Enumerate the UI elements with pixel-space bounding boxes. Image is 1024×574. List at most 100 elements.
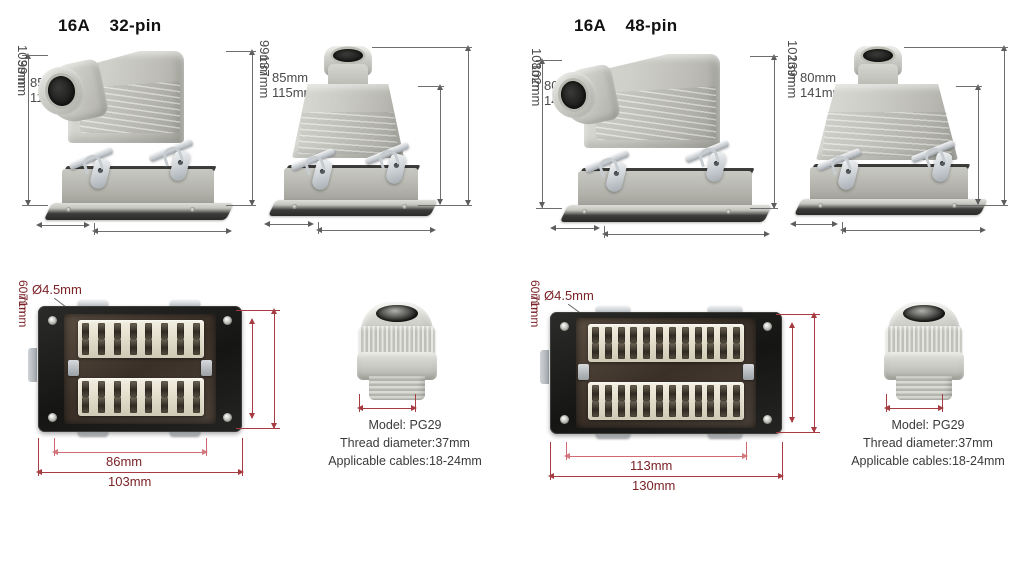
face-latch-clip-bottom <box>708 430 742 438</box>
dim-line-108mm <box>542 60 543 208</box>
dim-arrow <box>249 200 255 206</box>
connector-front-face-48pin <box>550 312 782 434</box>
contact-pin <box>82 322 89 339</box>
ext-line <box>226 205 256 206</box>
flange-screw-hole <box>66 207 71 212</box>
dim-arrow <box>308 221 314 227</box>
ext-line <box>942 394 943 412</box>
gland-cables-label-48pin: Applicable cables:18-24mm <box>851 454 1005 468</box>
contact-pin <box>668 343 676 360</box>
mounting-hole <box>48 316 57 325</box>
dim-arrow <box>36 469 42 475</box>
insert-retainer-right <box>743 364 754 380</box>
dim-label-depth-top-32pin: 85mm <box>272 70 309 85</box>
face-latch-clip-top <box>708 306 742 314</box>
dim-line-80mm <box>552 228 598 229</box>
angled-hood-body-32pin <box>30 45 230 165</box>
gland-model-label-48pin: Model: PG29 <box>891 418 965 432</box>
ext-line <box>242 438 243 476</box>
flange-screw-hole <box>582 209 587 214</box>
contact-pin <box>97 322 105 339</box>
dim-arrow <box>840 227 846 233</box>
dim-line-115mm <box>94 231 230 232</box>
contact-pin <box>592 384 599 401</box>
gland-knurled-grip <box>359 326 435 356</box>
contact-pin <box>707 401 715 418</box>
contact-pin <box>145 397 153 414</box>
contact-pin <box>643 384 651 401</box>
contact-pin <box>161 397 169 414</box>
contact-pin <box>97 339 105 356</box>
dim-line-86mm <box>54 452 206 453</box>
ext-line <box>550 442 551 480</box>
ext-line <box>904 47 1008 48</box>
dim-arrow <box>564 453 570 459</box>
contact-row <box>592 343 740 360</box>
gland-model-label-32pin: Model: PG29 <box>368 418 442 432</box>
dim-line-85mm <box>266 224 312 225</box>
contact-insert-upper-48pin <box>588 324 744 362</box>
contact-pin <box>694 343 702 360</box>
contact-pin <box>161 339 169 356</box>
contact-pin <box>643 326 651 343</box>
dim-arrow <box>316 227 322 233</box>
dim-arrow <box>771 54 777 60</box>
contact-pin <box>681 343 689 360</box>
side-entry-hood-48pin: 108mm 102mm 80mm 141mm <box>529 48 784 248</box>
dim-arrow <box>437 84 443 90</box>
insert-retainer-right <box>201 360 212 376</box>
contact-pin <box>694 326 702 343</box>
mounting-hole <box>763 415 772 424</box>
contact-pin <box>617 326 625 343</box>
dim-arrow <box>238 469 244 475</box>
dim-line-99mm <box>252 51 253 205</box>
contact-pin <box>113 397 121 414</box>
dim-arrow <box>594 225 600 231</box>
dim-arrow <box>226 228 232 234</box>
dim-arrow <box>938 405 944 411</box>
ext-line <box>418 205 472 206</box>
contact-pin <box>681 326 689 343</box>
contact-row <box>592 326 740 343</box>
dim-arrow <box>980 227 986 233</box>
dim-arrow <box>25 200 31 206</box>
spec-sheet-canvas: 16A 32-pin <box>0 0 1024 502</box>
contact-pin <box>694 384 702 401</box>
side-lever-ear <box>540 350 549 384</box>
contact-pin <box>592 326 599 343</box>
dim-arrow <box>811 427 817 433</box>
dim-line-99mm-inner <box>440 86 441 204</box>
dim-line-60mm <box>252 320 253 418</box>
ext-line <box>776 432 820 433</box>
contact-pin <box>668 401 676 418</box>
contact-pin <box>720 401 728 418</box>
contact-pin <box>604 401 612 418</box>
contact-pin <box>113 339 121 356</box>
ext-line <box>372 47 472 48</box>
dim-arrow <box>975 84 981 90</box>
dim-line-80mm <box>792 224 836 225</box>
side-entry-hood-32pin: 103mm 99mm 85mm 115mm <box>15 45 260 245</box>
contact-pin <box>732 401 740 418</box>
dim-line-thread-diameter <box>359 408 415 409</box>
contact-pin <box>732 384 740 401</box>
contact-pin <box>604 326 612 343</box>
dim-label-total-height-32pin: 137mm <box>257 55 272 99</box>
gland-cable-bore <box>376 305 418 322</box>
gland-thread-label-32pin: Thread diameter:37mm <box>340 436 470 450</box>
dim-arrow <box>249 49 255 55</box>
dim-arrow <box>202 449 208 455</box>
contact-pin <box>617 384 625 401</box>
contact-pin <box>656 343 664 360</box>
dim-arrow <box>36 222 42 228</box>
gland-hex-body <box>357 352 437 380</box>
ext-line <box>236 428 280 429</box>
contact-pin <box>630 384 638 401</box>
dim-line-115mm <box>318 230 434 231</box>
dim-line-139mm <box>1004 47 1005 205</box>
variant-title-32pin: 16A 32-pin <box>58 16 162 35</box>
gland-cable-bore <box>903 305 945 322</box>
gland-cables-label-32pin: Applicable cables:18-24mm <box>328 454 482 468</box>
dim-line-103mm <box>38 472 242 473</box>
flange-screw-hole <box>726 209 731 214</box>
